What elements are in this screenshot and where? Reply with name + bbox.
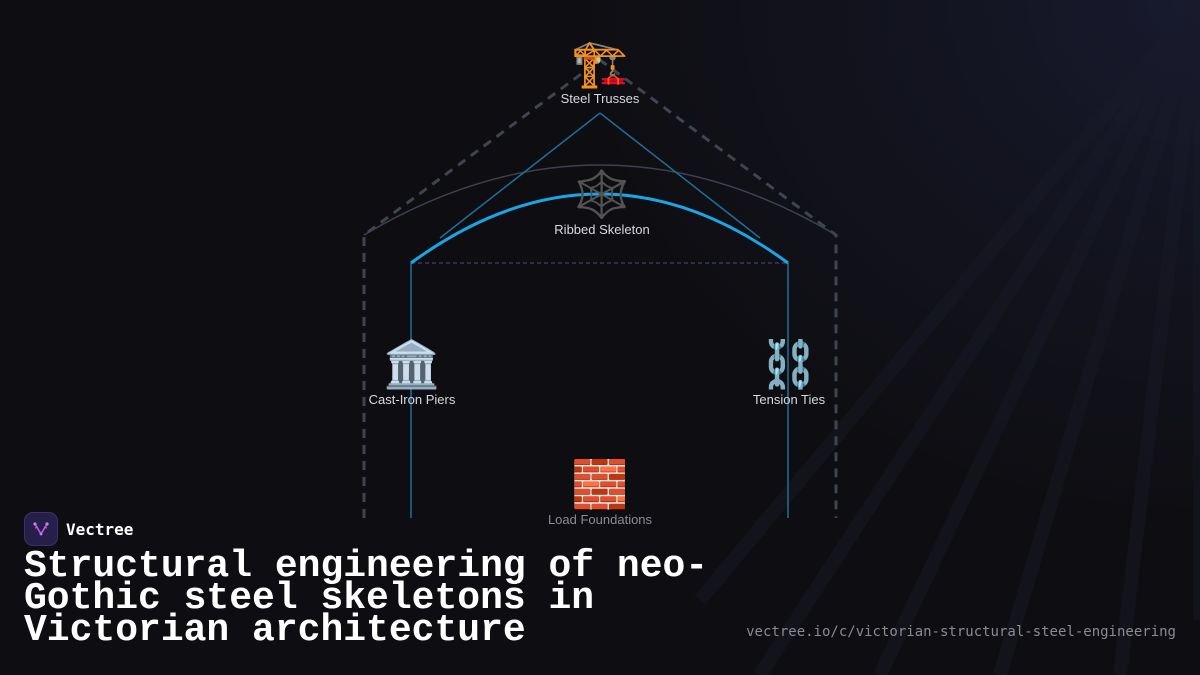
- node-steel-trusses: 🏗️ Steel Trusses: [520, 37, 680, 106]
- page-title: Structural engineering of neo-Gothic ste…: [24, 545, 709, 652]
- main-arch: [410, 192, 789, 265]
- node-label: Tension Ties: [752, 392, 826, 407]
- outer-frame-dashed: [362, 58, 838, 518]
- construction-crane-icon: 🏗️: [571, 36, 629, 90]
- brick-icon: 🧱: [571, 457, 629, 511]
- node-tension-ties: ⛓️ Tension Ties: [709, 338, 869, 407]
- node-cast-iron-piers: 🏛️ Cast-Iron Piers: [332, 338, 492, 407]
- node-label: Cast-Iron Piers: [368, 392, 456, 407]
- node-label: Steel Trusses: [560, 91, 640, 106]
- vault-curve: [363, 164, 837, 236]
- node-label: Ribbed Skeleton: [554, 222, 650, 237]
- chains-icon: ⛓️: [760, 337, 818, 391]
- node-label: Load Foundations: [547, 512, 653, 527]
- brand-name: Vectree: [66, 519, 134, 539]
- node-load-foundations: 🧱 Load Foundations: [520, 458, 680, 527]
- node-ribbed-skeleton: 🕸️ Ribbed Skeleton: [522, 168, 682, 237]
- truss-line-right: [599, 112, 761, 239]
- truss-line-left: [439, 112, 601, 239]
- spider-web-icon: 🕸️: [573, 167, 631, 221]
- brand[interactable]: Vectree: [24, 512, 133, 546]
- vectree-logo-icon: [24, 512, 58, 546]
- page-url[interactable]: vectree.io/c/victorian-structural-steel-…: [746, 624, 1176, 640]
- classical-building-icon: 🏛️: [383, 337, 441, 391]
